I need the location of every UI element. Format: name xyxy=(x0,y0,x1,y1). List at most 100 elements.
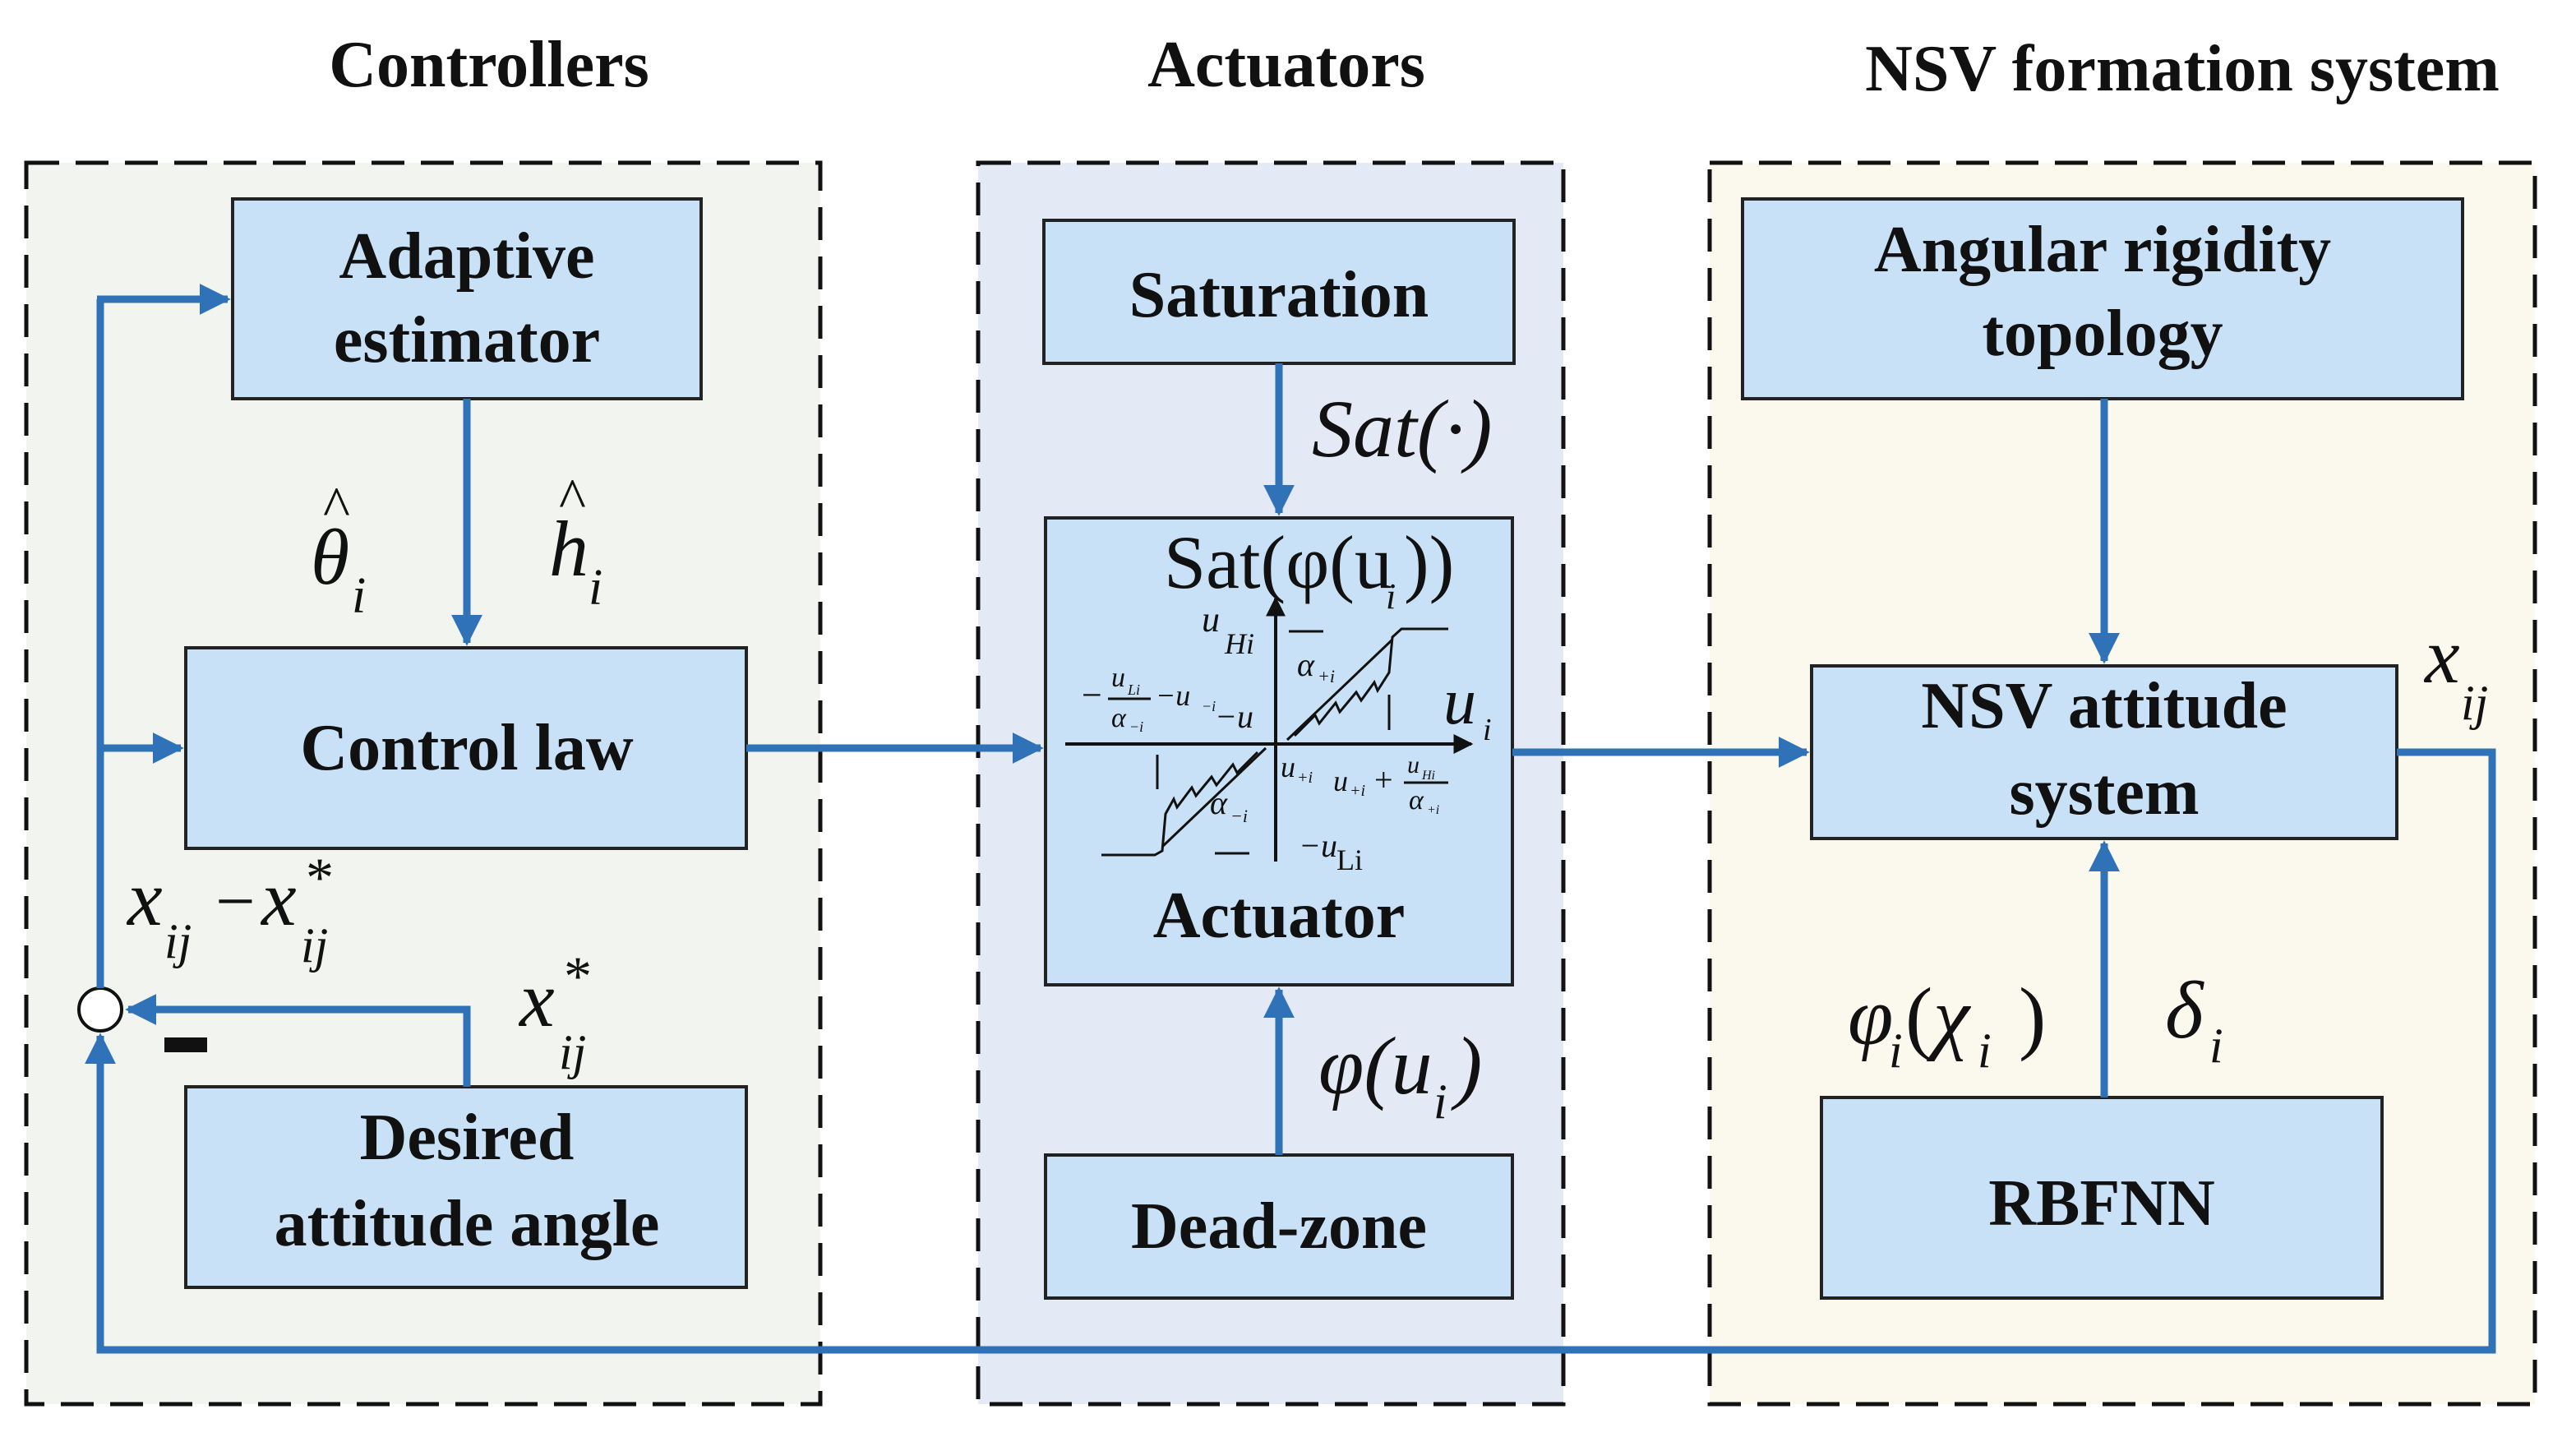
angular-rigidity-line2: topology xyxy=(1982,298,2223,370)
control-law-box xyxy=(184,646,748,850)
actuator-box xyxy=(1044,516,1514,986)
plot-u-hi-sub: Hi xyxy=(1224,627,1254,660)
plot-u-plus-sum-sub: +i xyxy=(1350,782,1365,800)
plot-u-minus-i: −u xyxy=(1156,679,1190,712)
error-x: x xyxy=(126,854,163,942)
summing-junction xyxy=(77,986,123,1033)
phi-symbol: φ xyxy=(1848,971,1893,1062)
arrow-desired-to-junction xyxy=(125,994,471,1087)
nsv-attitude-line2: system xyxy=(2009,756,2199,829)
chi-symbol: χ xyxy=(1926,971,1972,1062)
x-star-label: x * ij xyxy=(518,945,592,1079)
wire-output-feedback xyxy=(85,748,2496,1354)
plot-neg-frac-num: u xyxy=(1111,663,1125,693)
plot-lower-branch xyxy=(1101,751,1259,857)
error-minus: − xyxy=(215,862,256,940)
phi-subscript: i xyxy=(1889,1023,1903,1078)
plot-alpha-plus: α xyxy=(1297,646,1315,683)
x-star-symbol: x xyxy=(518,955,555,1043)
plot-u-minus-l: −u xyxy=(1215,698,1253,735)
actuator-title-end: )) xyxy=(1404,520,1454,604)
actuator-title: Sat(φ(u i )) xyxy=(1164,520,1454,617)
nsv-attitude-box xyxy=(1810,664,2398,840)
plot-upper-guide xyxy=(1286,638,1394,742)
actuator-title-main: Sat(φ(u xyxy=(1164,520,1392,604)
plot-neg-frac-num-sub: Li xyxy=(1127,682,1140,698)
x-ij-symbol: x xyxy=(2423,612,2460,700)
header-actuators: Actuators xyxy=(1147,29,1425,101)
plot-upper-branch xyxy=(1293,627,1448,737)
plot-pos-frac-den: α xyxy=(1409,785,1424,816)
theta-hat-label: θ ^ i xyxy=(311,476,366,624)
chi-subscript: i xyxy=(1978,1023,1992,1078)
plot-neg-frac-den-sub: −i xyxy=(1129,718,1143,735)
error-star: * xyxy=(306,846,334,908)
nsv-attitude-line1: NSV attitude xyxy=(1921,670,2287,742)
dead-zone-label: Dead-zone xyxy=(1131,1190,1427,1263)
x-star-subscript: ij xyxy=(559,1025,586,1079)
plot-u-plus-sum: u xyxy=(1333,765,1348,797)
error-x-sub: ij xyxy=(164,914,192,968)
minus-sign xyxy=(164,1037,207,1052)
plot-alpha-minus: α xyxy=(1210,784,1228,821)
header-nsv-formation-system: NSV formation system xyxy=(1865,33,2500,105)
phi-u-label: φ(u i ) xyxy=(1318,1020,1482,1129)
x-ij-subscript: ij xyxy=(2461,676,2488,730)
plot-pos-frac-den-sub: +i xyxy=(1427,803,1439,817)
plot-u-i: u xyxy=(1443,666,1476,738)
rbfnn-label: RBFNN xyxy=(1988,1167,2215,1240)
plot-neg-frac-minus: − xyxy=(1082,675,1102,715)
h-symbol: h xyxy=(549,505,589,593)
desired-attitude-line2: attitude angle xyxy=(275,1188,660,1260)
angular-rigidity-line1: Angular rigidity xyxy=(1874,214,2331,286)
h-hat-mark: ^ xyxy=(559,468,586,531)
plot-neg-frac-den: α xyxy=(1111,703,1127,733)
plot-pos-frac-num-sub: Hi xyxy=(1421,769,1435,783)
phi-u-sub: i xyxy=(1433,1074,1447,1129)
plot-u-plus-i-sub: +i xyxy=(1297,769,1313,787)
delta-subscript: i xyxy=(2209,1019,2223,1073)
phi-chi-label: φ i ( χ i ) xyxy=(1848,971,2046,1078)
plot-plus: + xyxy=(1374,761,1393,798)
theta-hat-mark: ^ xyxy=(323,476,350,539)
error-x-star: x xyxy=(260,854,297,942)
adaptive-estimator-box xyxy=(231,197,703,400)
sat-function-label: Sat(·) xyxy=(1312,383,1492,474)
dead-zone-box xyxy=(1044,1153,1514,1300)
theta-symbol: θ xyxy=(311,513,349,601)
control-law-label: Control law xyxy=(300,712,633,784)
saturation-box xyxy=(1042,219,1516,365)
h-hat-label: h ^ i xyxy=(549,468,602,616)
plot-pos-frac-num: u xyxy=(1407,751,1420,779)
header-controllers: Controllers xyxy=(329,29,649,101)
phi-u-main: φ(u xyxy=(1318,1020,1433,1111)
plot-u-li-sub: Li xyxy=(1336,843,1363,876)
plot-u-i-sub: i xyxy=(1483,713,1492,747)
h-subscript: i xyxy=(589,560,602,616)
adaptive-estimator-line2: estimator xyxy=(334,304,600,377)
plot-lower-guide xyxy=(1161,746,1267,848)
plot-u-hi: u xyxy=(1202,599,1220,640)
error-label: x ij − x * ij xyxy=(126,846,334,973)
rbfnn-box xyxy=(1820,1096,2384,1300)
phi-u-end: ) xyxy=(1451,1020,1482,1111)
theta-subscript: i xyxy=(352,568,366,624)
plot-alpha-plus-sub: +i xyxy=(1318,666,1335,686)
plot-u-plus-i: u xyxy=(1281,751,1295,783)
delta-label: δ i xyxy=(2165,964,2223,1073)
phi-close-paren: ) xyxy=(2019,971,2046,1062)
plot-u-li: −u xyxy=(1299,827,1337,864)
desired-attitude-box xyxy=(184,1085,748,1289)
x-star-mark: * xyxy=(564,945,592,1007)
x-ij-output-label: x ij xyxy=(2423,612,2488,730)
actuator-title-sub: i xyxy=(1386,576,1396,617)
actuator-label: Actuator xyxy=(1153,880,1406,952)
angular-rigidity-box xyxy=(1741,197,2464,400)
error-x-star-sub: ij xyxy=(301,918,328,973)
saturation-label: Saturation xyxy=(1129,259,1429,331)
delta-symbol: δ xyxy=(2165,964,2204,1056)
plot-alpha-minus-sub: −i xyxy=(1230,806,1248,826)
desired-attitude-line1: Desired xyxy=(360,1102,575,1174)
adaptive-estimator-line1: Adaptive xyxy=(339,220,594,293)
